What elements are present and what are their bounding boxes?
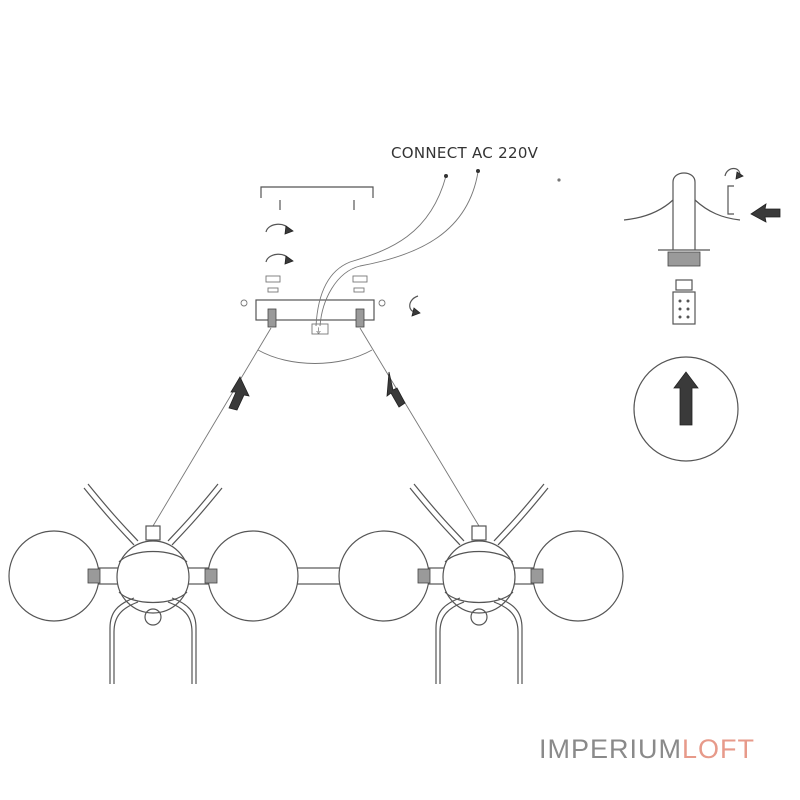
supply-wires [315,169,561,327]
rotate-arrow-icon [409,295,421,317]
fixture-hub-right [409,483,549,684]
svg-text:⏚: ⏚ [315,327,322,335]
connect-ac-label: CONNECT AC 220V [391,144,539,162]
fixture-hub-left [83,483,223,684]
suspension-cables [152,327,480,527]
detail-bulb-holder [623,172,741,325]
sockets [87,568,544,584]
rotate-arrow-icon [724,167,744,215]
canopy-plate: ⏚ [255,299,375,335]
left-arrow-icon [750,203,781,223]
up-arrow-icon [673,371,699,426]
washers [240,275,386,307]
rotate-arrow-icon [265,223,294,265]
brand-logo-part1: IMPERIUM [539,734,682,764]
up-arrow-icon [228,371,406,411]
brand-logo: IMPERIUMLOFT [539,734,755,765]
detail-globe-insert [633,356,739,462]
brand-logo-part2: LOFT [682,734,756,764]
mounting-bracket [260,186,374,210]
